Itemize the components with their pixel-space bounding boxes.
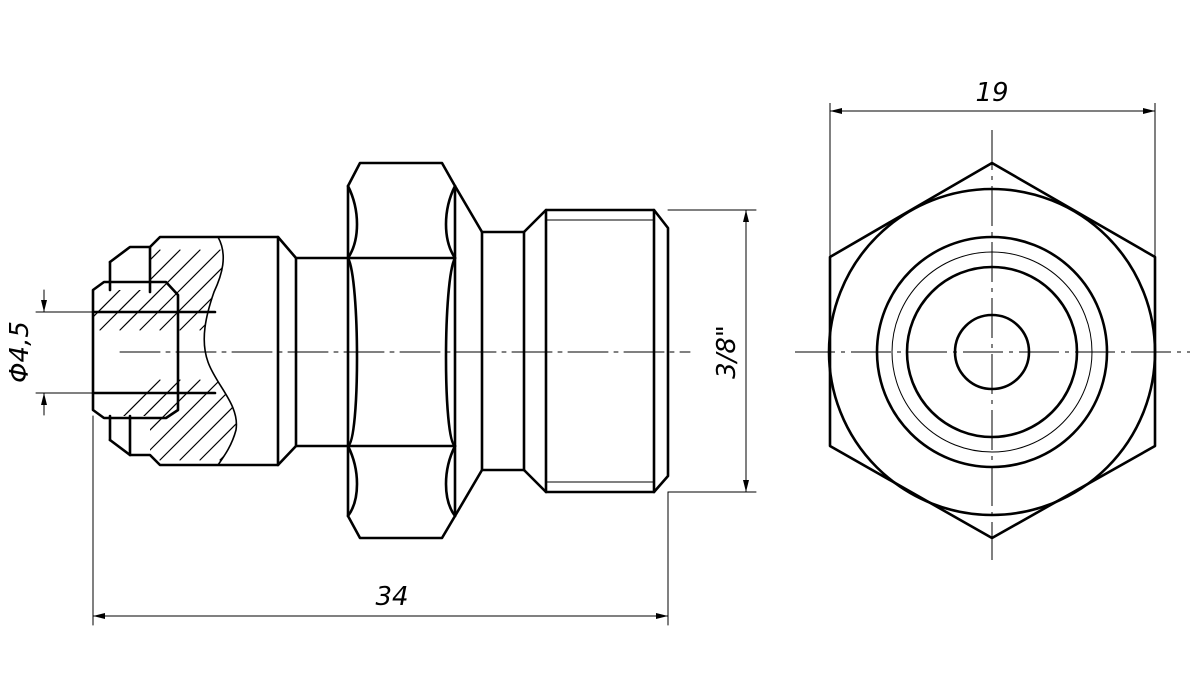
- sleeve-circle: [905, 265, 1079, 439]
- ferrule: [91, 280, 217, 420]
- coupling-nut: [108, 235, 298, 467]
- thread-root-circle: [891, 251, 1093, 453]
- threaded-end: [522, 208, 670, 494]
- across-flats-label: 19: [975, 78, 1008, 108]
- dimension-thread-size: [667, 209, 757, 493]
- bore-diameter-label: Φ4,5: [5, 321, 35, 383]
- section-break-line: [203, 236, 238, 466]
- end-view: [795, 103, 1190, 560]
- neck: [294, 256, 350, 448]
- dimension-across-flats: [829, 103, 1156, 257]
- side-view: [35, 161, 757, 626]
- shank: [480, 230, 526, 472]
- bore-circle: [953, 313, 1031, 391]
- dimension-overall-length: [92, 415, 669, 626]
- overall-length-label: 34: [375, 582, 408, 612]
- thread-outer-circle: [875, 235, 1109, 469]
- dimension-bore-diameter: [35, 289, 94, 416]
- thread-size-label: 3/8": [712, 325, 742, 379]
- hex-inscribed-circle: [827, 187, 1157, 517]
- hex-body: [346, 161, 484, 540]
